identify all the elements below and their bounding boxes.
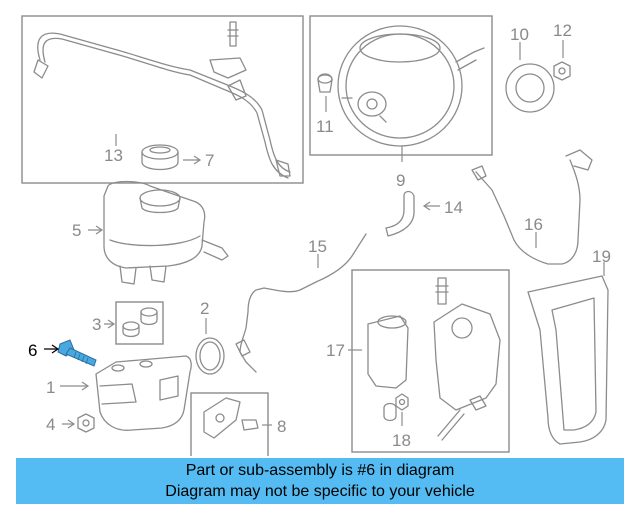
callout-18: 18 xyxy=(392,431,411,450)
part-3-seals[interactable] xyxy=(122,307,158,338)
callout-12: 12 xyxy=(553,21,572,40)
callout-17: 17 xyxy=(326,341,345,360)
callout-16: 16 xyxy=(524,215,543,234)
part-13-brake-line[interactable] xyxy=(33,21,291,179)
group-box-13 xyxy=(21,15,304,184)
banner-line-1: Part or sub-assembly is #6 in diagram xyxy=(185,462,455,479)
callout-9: 9 xyxy=(396,171,405,190)
callout-8: 8 xyxy=(277,417,286,436)
part-7-reservoir-cap[interactable] xyxy=(141,144,179,171)
callout-1: 1 xyxy=(46,378,55,397)
callout-5: 5 xyxy=(72,221,81,240)
group-box-17 xyxy=(351,269,510,453)
callout-15: 15 xyxy=(308,237,327,256)
part-17-abs-module[interactable] xyxy=(367,277,501,441)
part-12-nut[interactable] xyxy=(553,61,571,81)
part-2-o-ring[interactable] xyxy=(195,337,225,375)
part-18-nut[interactable] xyxy=(395,393,409,411)
callout-14: 14 xyxy=(444,198,463,217)
part-14-vacuum-hose[interactable] xyxy=(385,190,415,237)
part-15-brake-line[interactable] xyxy=(235,233,367,373)
callout-6: 6 xyxy=(28,341,37,360)
group-box-9 xyxy=(309,15,493,156)
parts-diagram: 13 11 9 10 12 7 xyxy=(21,15,611,456)
callout-11: 11 xyxy=(316,117,334,136)
callout-2: 2 xyxy=(200,299,209,318)
info-banner: Part or sub-assembly is #6 in diagram Di… xyxy=(16,458,624,504)
part-4-nut[interactable] xyxy=(77,413,95,433)
callout-13: 13 xyxy=(104,146,123,165)
group-box-3 xyxy=(115,301,164,345)
part-10-gasket[interactable] xyxy=(505,63,555,113)
callout-7: 7 xyxy=(205,151,214,170)
part-19-heat-shield[interactable] xyxy=(527,275,609,445)
callout-4: 4 xyxy=(46,415,55,434)
part-6-bolt[interactable] xyxy=(57,339,97,367)
part-8-bracket[interactable] xyxy=(203,397,259,439)
banner-line-2: Diagram may not be specific to your vehi… xyxy=(165,483,475,500)
callout-10: 10 xyxy=(510,25,529,44)
callout-19: 19 xyxy=(592,247,611,266)
part-9-brake-booster[interactable] xyxy=(337,25,485,147)
part-11-grommet[interactable] xyxy=(317,73,333,93)
part-1-master-cylinder[interactable] xyxy=(95,355,192,431)
part-16-brake-line[interactable] xyxy=(471,149,593,265)
callout-3: 3 xyxy=(92,315,101,334)
part-5-fluid-reservoir[interactable] xyxy=(103,180,229,285)
